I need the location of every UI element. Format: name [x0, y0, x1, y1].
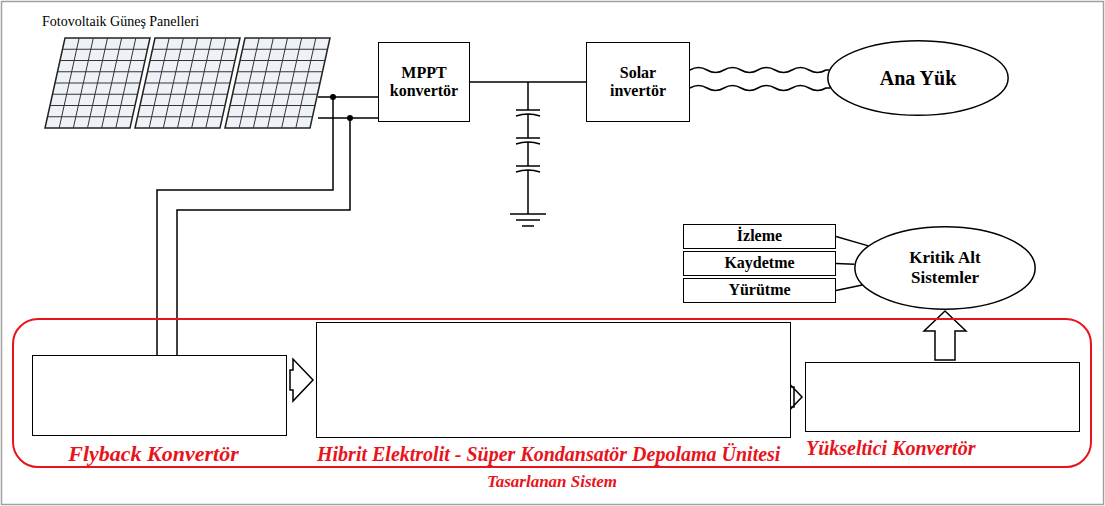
panel-group: Fotovoltaik Güneş Panelleri: [40, 12, 330, 132]
process-box: Flyback Konvertör: [32, 355, 287, 436]
ellipse-shape: [828, 41, 1008, 115]
system-boundary: Tasarlanan SistemFlyback KonvertörHibrit…: [12, 318, 1092, 468]
load-ellipse: Ana Yük: [826, 40, 1010, 116]
wire: [157, 97, 350, 355]
connector-line: [836, 237, 868, 246]
block-arrow: [290, 359, 313, 401]
wire: [470, 81, 586, 83]
node-label: Yükseltici Konvertör: [806, 437, 956, 460]
storage-box: Hibrit Elektrolit - Süper Kondansatör De…: [316, 322, 791, 438]
region-label: Tasarlanan Sistem: [14, 472, 1090, 492]
heading: Fotovoltaik Güneş Panelleri: [42, 14, 199, 30]
solar-panels: [45, 38, 330, 128]
ac-wire: [690, 68, 830, 91]
node-label: İzleme: [737, 227, 782, 245]
process-box: Yükseltici Konvertör: [805, 362, 1080, 432]
function-box: Yürütme: [683, 278, 836, 303]
junction-dot: [347, 115, 353, 121]
wire: [318, 97, 378, 118]
connector-line: [836, 263, 854, 265]
node-label: Kritik Alt Sistemler: [880, 248, 1010, 287]
function-box: Kaydetme: [683, 251, 836, 276]
ground-symbol: [510, 214, 546, 226]
junction-dot: [330, 94, 336, 100]
connector-line: [836, 285, 862, 290]
capacitor-bank: [510, 82, 546, 226]
node-label: Flyback Konvertör: [33, 441, 274, 466]
ellipse-shape: [855, 227, 1035, 309]
solar-panel: [135, 38, 240, 128]
node-label: Yürütme: [728, 281, 790, 299]
node-label: Kaydetme: [724, 254, 794, 272]
node-label: Hibrit Elektrolit - Süper Kondansatör De…: [317, 443, 780, 466]
node-label: Solar invertör: [593, 64, 683, 101]
panel-cells: [48, 38, 148, 128]
load-ellipse: Kritik Alt Sistemler: [853, 226, 1037, 310]
process-box: MPPT konvertör: [378, 42, 470, 122]
node-label: MPPT konvertör: [385, 64, 463, 101]
solar-panel: [45, 38, 150, 128]
process-box: Solar invertör: [586, 42, 690, 122]
panel-cells: [228, 38, 328, 128]
function-box: İzleme: [683, 224, 836, 249]
capacitor-symbol: [516, 82, 540, 214]
node-label: Ana Yük: [880, 67, 957, 90]
panel-cells: [138, 38, 238, 128]
solar-panel: [225, 38, 330, 128]
panel-grid: [48, 38, 328, 128]
